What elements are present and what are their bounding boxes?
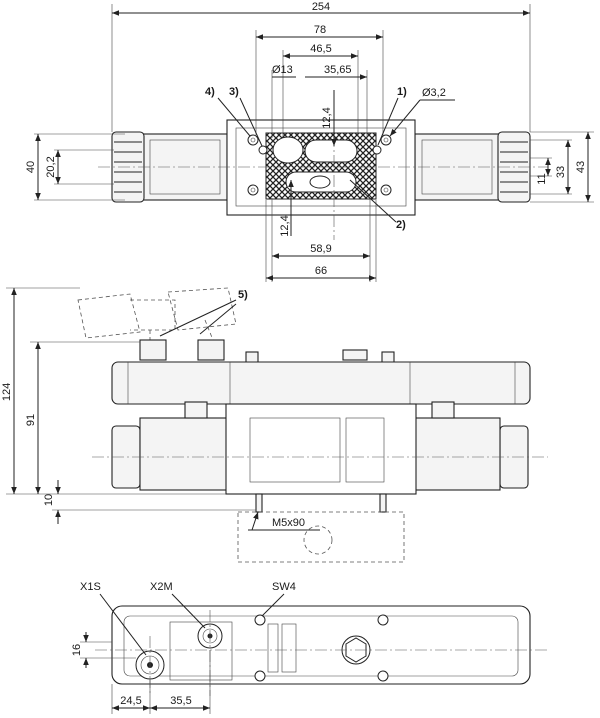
electronics-housing xyxy=(111,361,531,405)
dim-24-5: 24,5 xyxy=(111,680,151,714)
dim-78: 78 xyxy=(255,24,384,135)
callout-4: 4) xyxy=(205,86,215,98)
dim-46-5: 46,5 xyxy=(282,43,359,137)
svg-text:M5x90: M5x90 xyxy=(272,517,305,529)
dim-12-4-top: 12,4 xyxy=(321,90,337,146)
callout-2: 2) xyxy=(396,219,406,231)
dim-bore-3-2: Ø3,2 xyxy=(389,87,455,137)
dim-height-124: 124 xyxy=(1,287,226,495)
bottom-view: X1S X2M SW4 16 24,5 35,5 xyxy=(71,581,548,714)
callout-1: 1) xyxy=(397,86,407,98)
dim-height-40: 40 xyxy=(25,133,125,201)
svg-text:35,65: 35,65 xyxy=(324,64,352,76)
dim-overall-length: 254 xyxy=(111,1,531,132)
svg-text:11: 11 xyxy=(536,173,548,184)
dim-thread-m5x90: M5x90 xyxy=(248,511,320,531)
dim-bore-13: Ø13 xyxy=(271,64,296,138)
side-view: 124 91 10 M5x90 5) xyxy=(1,287,548,563)
svg-text:24,5: 24,5 xyxy=(120,695,141,707)
svg-text:Ø3,2: Ø3,2 xyxy=(422,87,446,99)
svg-text:35,5: 35,5 xyxy=(170,695,191,707)
dim-offset-10: 10 xyxy=(43,480,256,524)
top-view: 254 78 46,5 Ø13 35,65 1 xyxy=(25,1,594,282)
dim-12-4-bottom: 12,4 xyxy=(279,180,294,237)
housing-underside xyxy=(111,605,531,685)
svg-text:66: 66 xyxy=(315,265,327,277)
svg-text:91: 91 xyxy=(25,414,37,426)
svg-text:16: 16 xyxy=(71,644,83,656)
ports xyxy=(272,136,358,193)
dim-height-43: 43 xyxy=(530,131,594,203)
svg-text:58,9: 58,9 xyxy=(310,243,331,255)
mounting-holes xyxy=(247,134,392,196)
dim-66: 66 xyxy=(265,200,377,282)
dim-58-9: 58,9 xyxy=(271,198,371,282)
svg-text:46,5: 46,5 xyxy=(310,43,331,55)
svg-text:40: 40 xyxy=(25,161,37,173)
label-x1s: X1S xyxy=(80,581,101,593)
svg-text:33: 33 xyxy=(555,166,567,178)
svg-text:12,4: 12,4 xyxy=(279,215,291,236)
right-solenoid-coil xyxy=(414,131,531,203)
dim-height-33: 33 xyxy=(530,139,572,195)
side-valve-body xyxy=(225,403,417,495)
svg-text:10: 10 xyxy=(43,494,55,506)
dim-254: 254 xyxy=(312,1,330,13)
dim-35-5: 35,5 xyxy=(150,650,211,714)
dim-height-11: 11 xyxy=(530,157,552,185)
svg-text:Ø13: Ø13 xyxy=(272,64,293,76)
callout-3: 3) xyxy=(229,86,239,98)
svg-text:78: 78 xyxy=(314,24,326,36)
svg-text:12,4: 12,4 xyxy=(321,107,333,128)
dim-35-65: 35,65 xyxy=(305,64,368,138)
bottom-labels: X1S X2M SW4 xyxy=(80,581,296,656)
label-x2m: X2M xyxy=(150,581,173,593)
svg-text:43: 43 xyxy=(575,161,587,173)
callouts-top: 4) 3) 1) 2) xyxy=(205,86,407,231)
callout-5-group: 5) xyxy=(159,289,248,337)
dim-16: 16 xyxy=(71,632,136,668)
switch-sw4 xyxy=(254,614,297,682)
phantom-connectors xyxy=(77,287,237,346)
dim-height-20-2: 20,2 xyxy=(45,149,114,185)
callout-5: 5) xyxy=(238,289,248,301)
label-sw4: SW4 xyxy=(272,581,296,593)
svg-text:20,2: 20,2 xyxy=(45,156,57,177)
svg-text:124: 124 xyxy=(1,383,13,401)
dim-height-91: 91 xyxy=(25,341,140,494)
